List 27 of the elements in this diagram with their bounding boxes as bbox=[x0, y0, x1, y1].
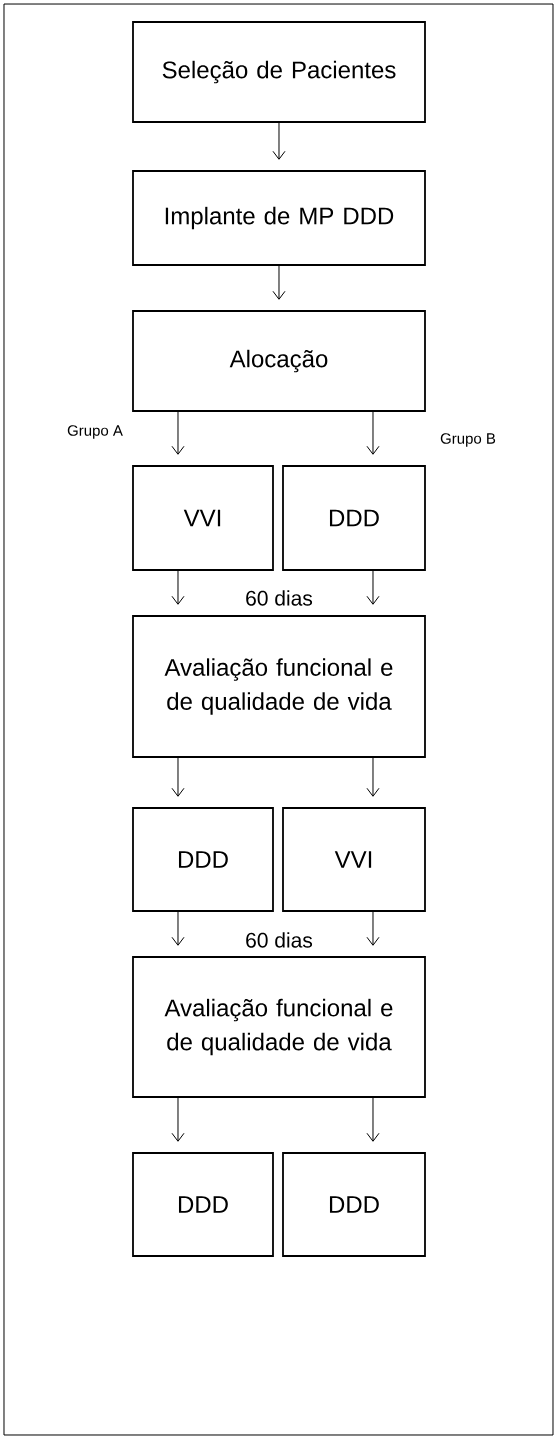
arrow bbox=[171, 411, 185, 455]
process-box: Alocação bbox=[132, 310, 426, 412]
arrow bbox=[366, 411, 380, 455]
process-box: Avaliação funcional e de qualidade de vida bbox=[132, 956, 426, 1098]
process-box: Avaliação funcional e de qualidade de vida bbox=[132, 615, 426, 758]
process-box: Implante de MP DDD bbox=[132, 170, 426, 266]
edge-label: Grupo B bbox=[440, 433, 496, 447]
arrow bbox=[171, 911, 185, 946]
process-box: DDD bbox=[282, 1152, 426, 1257]
process-box: VVI bbox=[132, 465, 274, 571]
arrow bbox=[171, 1097, 185, 1142]
arrow bbox=[272, 265, 286, 300]
arrow bbox=[366, 911, 380, 946]
arrow bbox=[171, 570, 185, 605]
arrow bbox=[366, 757, 380, 797]
process-box: VVI bbox=[282, 807, 426, 912]
arrow bbox=[272, 122, 286, 160]
process-box: DDD bbox=[282, 465, 426, 571]
arrow bbox=[366, 1097, 380, 1142]
duration-label: 60 dias bbox=[244, 589, 314, 607]
duration-label: 60 dias bbox=[244, 931, 314, 949]
arrow bbox=[366, 570, 380, 605]
arrow bbox=[171, 757, 185, 797]
process-box: DDD bbox=[132, 807, 274, 912]
process-box: Seleção de Pacientes bbox=[132, 21, 426, 123]
process-box: DDD bbox=[132, 1152, 274, 1257]
edge-label: Grupo A bbox=[67, 425, 123, 439]
